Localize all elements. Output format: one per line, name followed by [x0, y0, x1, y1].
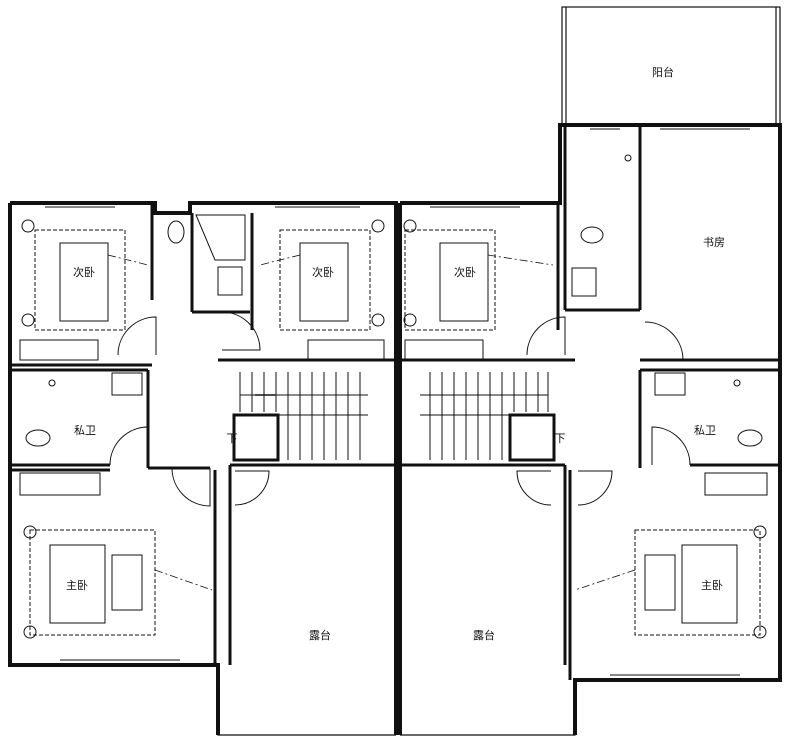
master-nightstand-left-b	[23, 625, 37, 639]
room-label-balcony: 阳台	[652, 66, 674, 79]
doors	[109, 311, 691, 507]
tv-sightlines	[107, 254, 636, 591]
door-bed3	[526, 316, 566, 356]
stair-right-landing	[508, 413, 556, 462]
stair-down-label-left: 下	[226, 432, 238, 445]
master-bed-left	[49, 544, 106, 624]
door-private-bath-left	[109, 426, 149, 466]
room-label-private-bath-left: 私卫	[74, 424, 96, 437]
room-label-master-bedroom-right: 主卧	[701, 579, 723, 592]
shower-bath-left	[195, 214, 246, 261]
windows	[45, 128, 750, 676]
room-label-terrace-left: 露台	[309, 629, 331, 642]
door-master-right	[577, 470, 613, 506]
bed-1	[59, 242, 109, 322]
door-master-left	[171, 467, 211, 507]
door-terrace-left	[234, 470, 270, 506]
door-terrace-right	[516, 470, 552, 506]
sightline-bed1	[107, 254, 149, 266]
drain-private-right	[733, 379, 741, 387]
right-wing-wall	[400, 123, 782, 735]
stair-left	[232, 372, 368, 462]
master-bed-right-outline	[634, 529, 761, 636]
toilet-bath-left	[167, 220, 185, 244]
drain-bath-right	[624, 154, 632, 162]
sink-private-left	[111, 372, 143, 396]
sink-bath-left	[217, 266, 243, 296]
wardrobe-1	[19, 339, 99, 361]
exterior-walls	[8, 123, 782, 735]
toilet-bath-right	[580, 226, 604, 244]
nightstand-1b	[21, 313, 35, 327]
bed-3-outline	[404, 229, 496, 331]
toilet-private-left	[25, 429, 51, 447]
door-private-bath-right	[651, 426, 691, 466]
room-label-private-bath-right: 私卫	[694, 424, 716, 437]
door-study	[644, 321, 684, 361]
balcony-outline	[561, 6, 781, 126]
master-wardrobe-right	[704, 472, 768, 496]
sightline-master-left	[154, 569, 213, 591]
stair-right	[420, 372, 556, 462]
room-label-second-bedroom-2: 次卧	[312, 266, 334, 279]
master-sofa-right	[644, 554, 676, 611]
master-bed-right	[681, 544, 738, 624]
nightstand-1a	[21, 219, 35, 233]
terrace-outline	[217, 690, 576, 736]
master-nightstand-right-a	[753, 525, 767, 539]
left-wing-wall	[10, 201, 398, 735]
wardrobe-3	[404, 339, 484, 361]
balcony-rail	[561, 6, 781, 126]
bed-2-outline	[279, 229, 371, 331]
room-label-terrace-right: 露台	[473, 629, 495, 642]
nightstand-3b	[403, 313, 417, 327]
furniture	[19, 154, 768, 639]
room-label-study: 书房	[703, 236, 725, 249]
sightline-bed3	[487, 254, 554, 266]
drain-private-left	[48, 379, 56, 387]
interior-walls	[10, 125, 780, 680]
stair-down-label-right: 下	[554, 432, 566, 445]
master-wardrobe-left	[19, 472, 101, 496]
room-label-master-bedroom-left: 主卧	[66, 579, 88, 592]
terrace-right-rail	[400, 690, 576, 736]
sink-private-right	[654, 372, 686, 396]
nightstand-2a	[371, 219, 385, 233]
master-nightstand-right-b	[753, 625, 767, 639]
sink-bath-right	[571, 267, 597, 297]
door-bed1	[117, 316, 157, 356]
master-nightstand-left-a	[23, 525, 37, 539]
sightline-bed2	[259, 254, 301, 266]
room-label-second-bedroom-3: 次卧	[454, 266, 476, 279]
bed-3	[439, 242, 489, 322]
staircases	[232, 372, 556, 462]
terrace-left-rail	[217, 690, 396, 736]
room-label-second-bedroom-1: 次卧	[73, 266, 95, 279]
master-sofa-left	[111, 554, 143, 611]
wardrobe-2	[307, 339, 385, 361]
nightstand-3a	[403, 219, 417, 233]
sightline-master-right	[574, 569, 636, 591]
bed-2	[299, 242, 349, 322]
bed-1-outline	[34, 229, 126, 331]
door-bath-left	[221, 311, 261, 351]
stair-left-landing	[232, 413, 280, 462]
toilet-private-right	[737, 429, 763, 447]
master-bed-left-outline	[29, 529, 156, 636]
nightstand-2b	[371, 313, 385, 327]
